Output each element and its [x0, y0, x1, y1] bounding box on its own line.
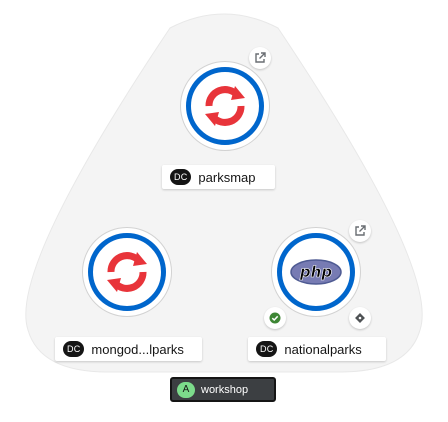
node-ring-inner	[277, 233, 355, 311]
node-label-parksmap[interactable]: DC parksmap	[162, 165, 275, 189]
application-name: workshop	[201, 383, 249, 396]
node-ring-inner	[88, 233, 166, 311]
node-label-mongodb[interactable]: DC mongod...lparks	[55, 337, 202, 361]
source-code-icon	[355, 313, 365, 323]
application-badge: A	[177, 381, 195, 398]
external-link-icon	[355, 225, 366, 236]
deployment-config-badge: DC	[256, 341, 278, 357]
external-link-decorator[interactable]	[249, 47, 271, 69]
external-link-icon	[255, 52, 266, 63]
node-name: parksmap	[198, 169, 256, 185]
application-label-workshop[interactable]: A workshop	[170, 377, 276, 402]
node-label-nationalparks[interactable]: DC nationalparks	[248, 337, 386, 361]
openshift-sync-icon	[205, 86, 245, 126]
build-success-icon	[269, 312, 281, 324]
node-ring-inner	[186, 67, 264, 145]
php-logo-text: php	[299, 263, 332, 281]
openshift-sync-icon	[107, 252, 147, 292]
source-code-decorator[interactable]	[349, 307, 371, 329]
deployment-config-badge: DC	[170, 169, 192, 185]
build-status-decorator[interactable]	[264, 307, 286, 329]
deployment-config-badge: DC	[63, 341, 85, 357]
node-name: mongod...lparks	[91, 341, 184, 357]
external-link-decorator[interactable]	[349, 220, 371, 242]
node-name: nationalparks	[284, 341, 362, 357]
php-logo-icon: php	[290, 259, 342, 285]
